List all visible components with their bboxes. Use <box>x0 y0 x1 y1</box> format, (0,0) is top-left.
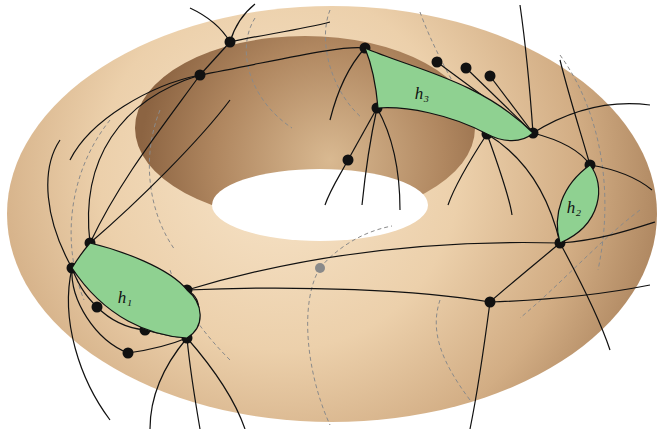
graph-edge <box>520 5 533 133</box>
graph-vertex <box>123 348 134 359</box>
graph-edge <box>48 140 72 268</box>
graph-edge <box>490 285 650 302</box>
graph-edge <box>362 108 377 205</box>
graph-edge <box>470 302 490 429</box>
graph-edge <box>187 338 245 429</box>
meridian-line <box>308 268 330 425</box>
graph-edge <box>187 243 560 290</box>
graph-edge <box>487 134 560 243</box>
face-fill <box>72 243 200 338</box>
graph-edge <box>560 243 610 350</box>
graph-edge <box>90 75 200 243</box>
graph-vertex <box>92 302 103 313</box>
face-region: h₃ <box>358 40 543 145</box>
graph-edge <box>230 4 255 42</box>
face-shape <box>60 235 215 350</box>
graph-edge <box>590 165 652 190</box>
meridian-line <box>436 300 470 400</box>
meridian-line <box>325 10 362 118</box>
graph-vertex <box>343 155 354 166</box>
face-label: h₃ <box>415 85 429 102</box>
graph-edge <box>533 104 650 133</box>
meridian-line <box>320 226 392 268</box>
graph-edges <box>48 4 655 429</box>
graph-edge <box>330 48 365 120</box>
face-region: h₁ <box>60 235 215 350</box>
face-region: h₂ <box>548 158 608 250</box>
graph-edge <box>150 338 187 429</box>
graph-vertex <box>485 297 496 308</box>
graph-edge <box>70 75 200 160</box>
meridian-line <box>149 110 175 250</box>
face-fill <box>557 165 598 243</box>
graph-edge <box>487 134 512 215</box>
face-label: h₁ <box>118 289 132 306</box>
face-fill <box>365 48 533 141</box>
graph-edge <box>377 108 400 210</box>
meridian-lines <box>71 10 640 425</box>
face-shape <box>358 40 543 145</box>
graph-edge <box>190 8 230 42</box>
torus-surface <box>7 6 657 422</box>
torus-hole <box>212 169 428 241</box>
base-point <box>315 263 325 273</box>
graph-vertex <box>461 63 472 74</box>
graph-edge <box>348 108 377 160</box>
graph-vertex <box>225 37 236 48</box>
graph-edge <box>448 134 487 205</box>
graph-edge <box>128 338 187 353</box>
graph-vertex <box>485 71 496 82</box>
graph-edge <box>90 100 230 243</box>
graph-edge <box>490 243 560 302</box>
graph-edge <box>325 160 348 205</box>
graph-edge <box>200 48 365 75</box>
graph-edge <box>560 60 590 165</box>
graph-edge <box>230 22 330 42</box>
graph-vertex <box>195 70 206 81</box>
graph-edge <box>187 288 490 302</box>
graph-edge <box>88 75 200 243</box>
graph-vertex <box>432 57 443 68</box>
face-label: h₂ <box>567 199 581 216</box>
